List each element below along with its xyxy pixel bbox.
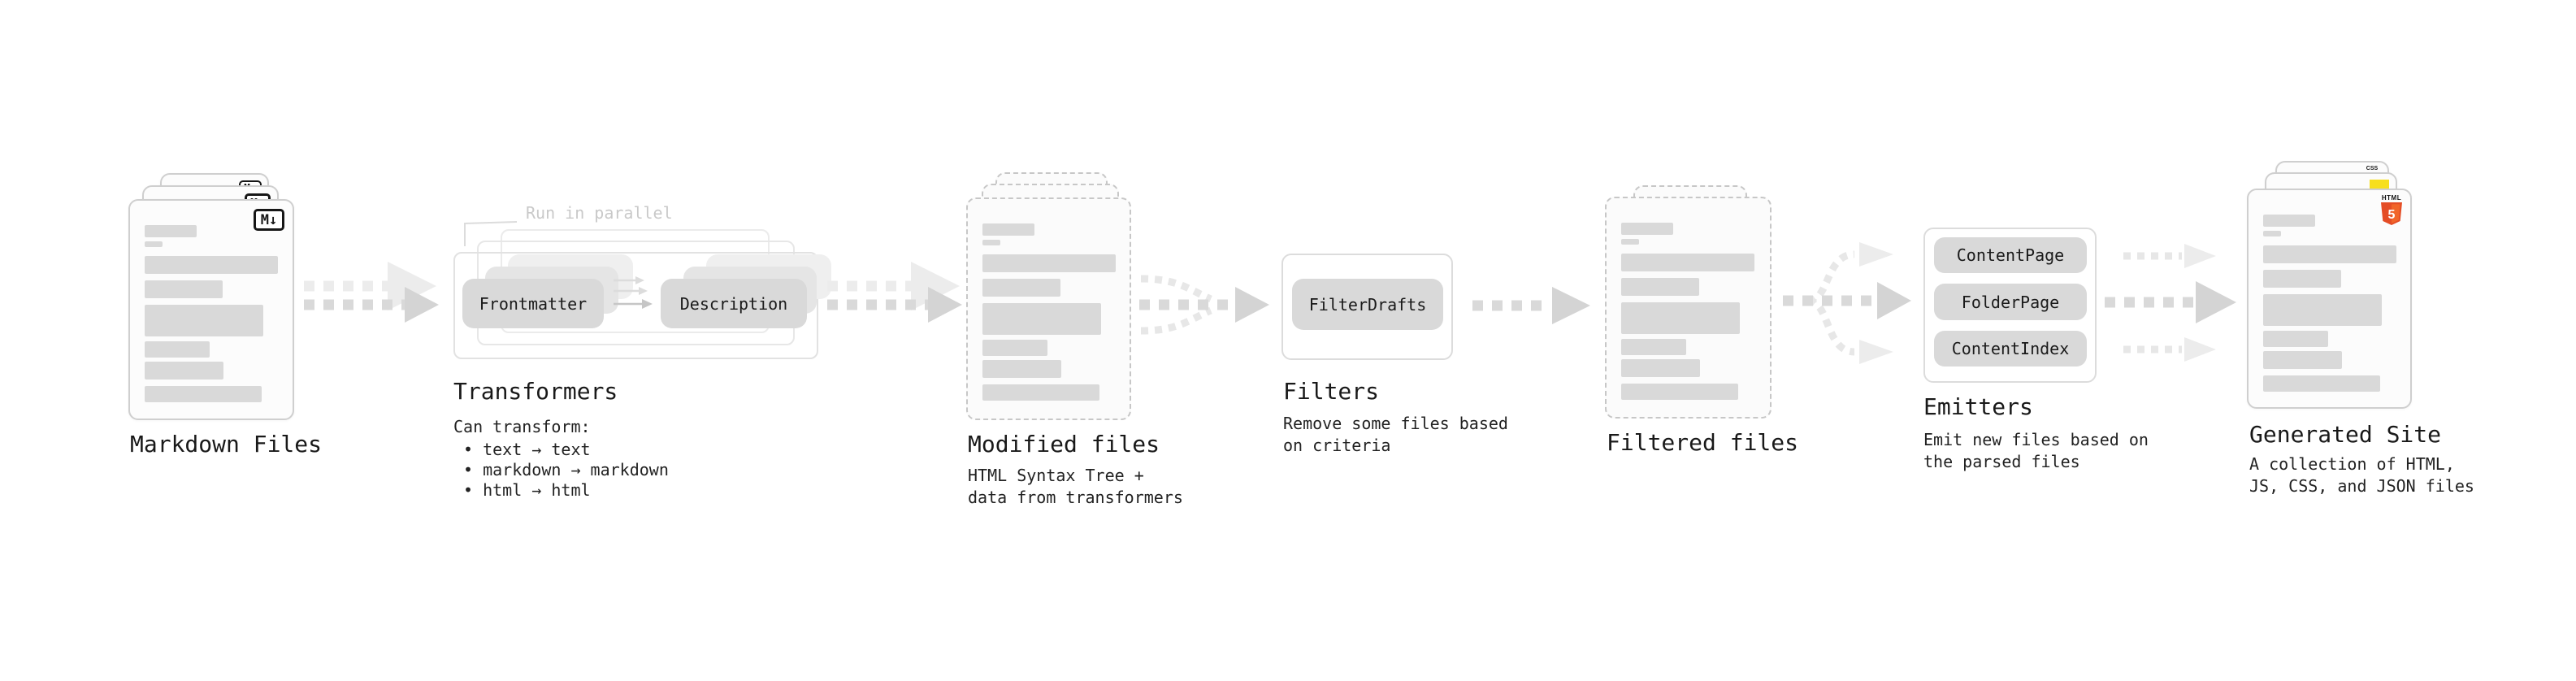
pill-to-pill-arrows-icon xyxy=(614,276,653,309)
filterdrafts-pill: FilterDrafts xyxy=(1292,279,1443,330)
desc-line: HTML Syntax Tree + xyxy=(968,466,1144,485)
generated-site-description: A collection of HTML, JS, CSS, and JSON … xyxy=(2249,453,2474,497)
note-leader-line xyxy=(464,221,518,246)
bullet-text-to-text: • text → text xyxy=(463,440,591,459)
desc-line: JS, CSS, and JSON files xyxy=(2249,476,2474,496)
can-transform-heading: Can transform: xyxy=(453,417,591,436)
document-text-placeholder xyxy=(145,225,278,402)
document-text-placeholder xyxy=(1621,223,1754,400)
desc-line: on criteria xyxy=(1283,436,1391,455)
run-in-parallel-note: Run in parallel xyxy=(526,203,673,223)
arrow-emitters-to-generated-icon xyxy=(2105,244,2236,362)
contentindex-pill: ContentIndex xyxy=(1934,331,2087,367)
arrow-markdown-to-transformers-icon xyxy=(304,262,439,323)
markdown-file-card: M↓ xyxy=(128,199,294,420)
generated-site-title: Generated Site xyxy=(2249,421,2442,448)
desc-line: the parsed files xyxy=(1923,452,2080,471)
arrow-filtered-to-emitters-icon xyxy=(1783,242,1911,364)
svg-text:5: 5 xyxy=(2388,208,2396,222)
arrow-filters-to-filtered-icon xyxy=(1472,287,1590,324)
filters-title: Filters xyxy=(1283,378,1380,405)
modified-file-card xyxy=(966,197,1131,420)
bullet-markdown-to-markdown: • markdown → markdown xyxy=(463,460,669,479)
desc-line: Emit new files based on xyxy=(1923,430,2149,449)
html5-icon: HTML 5 xyxy=(2380,194,2403,225)
filtered-file-card xyxy=(1605,197,1772,419)
emitters-description: Emit new files based on the parsed files xyxy=(1923,429,2149,473)
filtered-files-title: Filtered files xyxy=(1607,429,1799,456)
transformer-frame xyxy=(453,252,818,359)
arrow-modified-to-filters-icon xyxy=(1139,275,1269,335)
transformers-title: Transformers xyxy=(453,378,618,405)
desc-line: Remove some files based xyxy=(1283,414,1508,433)
arrow-transformers-to-modified-icon xyxy=(827,262,962,323)
description-pill: Description xyxy=(661,279,807,328)
markdown-files-title: Markdown Files xyxy=(130,431,323,458)
filters-description: Remove some files based on criteria xyxy=(1283,413,1508,457)
folderpage-pill: FolderPage xyxy=(1934,284,2087,320)
desc-line: data from transformers xyxy=(968,488,1183,507)
frontmatter-pill: Frontmatter xyxy=(462,279,604,328)
markdown-icon: M↓ xyxy=(254,209,284,231)
desc-line: A collection of HTML, xyxy=(2249,454,2455,474)
generated-file-card: HTML 5 xyxy=(2247,189,2412,409)
document-text-placeholder xyxy=(2263,215,2396,392)
transformers-description: Can transform: • text → text • markdown … xyxy=(453,416,669,501)
contentpage-pill: ContentPage xyxy=(1934,237,2087,273)
modified-files-title: Modified files xyxy=(968,431,1160,458)
modified-files-description: HTML Syntax Tree + data from transformer… xyxy=(968,465,1183,509)
emitters-title: Emitters xyxy=(1923,393,2033,420)
document-text-placeholder xyxy=(982,223,1116,401)
bullet-html-to-html: • html → html xyxy=(463,480,591,500)
